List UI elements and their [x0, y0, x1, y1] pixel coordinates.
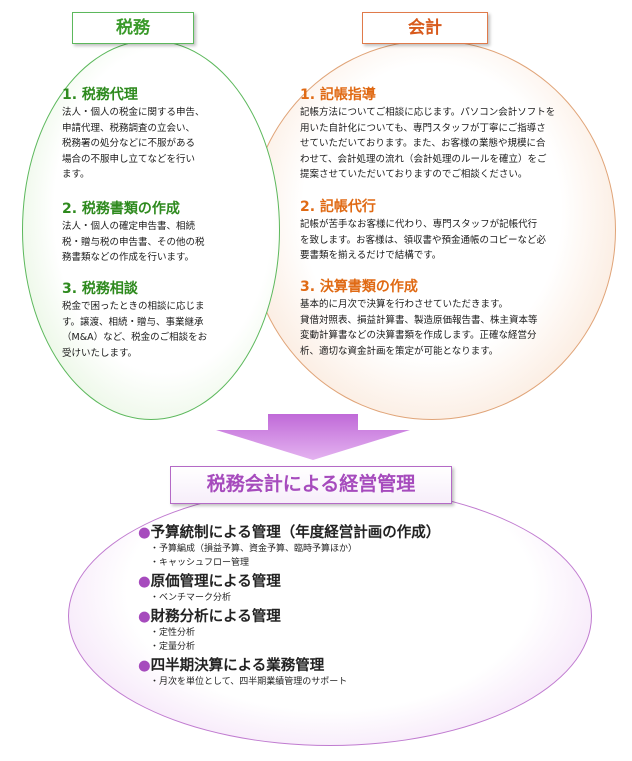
text-line: 申請代理、税務調査の立会い、	[62, 122, 196, 134]
text-line: 変動計算書などの決算書類を作成します。正確な経営分	[300, 330, 537, 341]
text-line: 法人・個人の確定申告書、相続	[62, 221, 196, 232]
bullet-icon: ●	[138, 574, 151, 590]
text-line: 析、適切な資金計画を策定が可能となります。	[300, 345, 499, 357]
text-line: 税金で困ったときの相談に応じま	[62, 301, 205, 312]
management-title: 税務会計による経営管理	[170, 466, 452, 504]
accounting-section-body: 記帳が苦手なお客様に代わり、専門スタッフが記帳代行 を致します。お客様は、領収書…	[300, 217, 590, 264]
tax-section-body: 法人・個人の税金に関する申告、 申請代理、税務調査の立会い、 税務署の処分などに…	[62, 105, 252, 183]
text-line: （M&A）など、税金のご相談をお	[62, 332, 208, 343]
management-item: ●四半期決算による業務管理 ・月次を単位として、四半期業績管理のサポート	[138, 654, 558, 689]
management-item: ●財務分析による管理 ・定性分析 ・定量分析	[138, 605, 558, 654]
tax-section-heading: 2. 税務書類の作成	[62, 201, 180, 217]
text-line: 記帳方法についてご相談に応じます。パソコン会計ソフトを	[300, 107, 556, 118]
text-line: 法人・個人の税金に関する申告、	[62, 107, 205, 118]
accounting-title: 会計	[362, 12, 488, 44]
management-item: ●原価管理による管理 ・ベンチマーク分析	[138, 570, 558, 605]
management-sub: ・定量分析	[150, 642, 196, 652]
tax-section-2: 2. 税務書類の作成 法人・個人の確定申告書、相続 税・贈与税の申告書、その他の…	[62, 198, 252, 266]
management-item: ●予算統制による管理（年度経営計画の作成） ・予算編成（損益予算、資金予算、臨時…	[138, 521, 558, 570]
text-line: 税務署の処分などに不服がある	[62, 138, 196, 149]
text-line: 場合の不服申し立てなどを行い	[62, 153, 196, 165]
accounting-section-2: 2. 記帳代行 記帳が苦手なお客様に代わり、専門スタッフが記帳代行 を致します。…	[300, 196, 590, 264]
bullet-icon: ●	[138, 658, 151, 674]
tax-section-body: 税金で困ったときの相談に応じま す。譲渡、相続・贈与、事業継承 （M&A）など、…	[62, 299, 252, 361]
management-item-heading: ●四半期決算による業務管理	[138, 654, 558, 675]
text-line: わせて、会計処理の流れ（会計処理のルールを確立）をご	[300, 153, 547, 165]
text-line: 基本的に月次で決算を行わさせていただきます。	[300, 299, 509, 310]
management-sub: ・月次を単位として、四半期業績管理のサポート	[150, 677, 348, 687]
management-item-label: 予算統制による管理（年度経営計画の作成）	[150, 525, 441, 541]
tax-section-body: 法人・個人の確定申告書、相続 税・贈与税の申告書、その他の税 務書類などの作成を…	[62, 219, 252, 266]
management-sub: ・定性分析	[150, 628, 196, 638]
tax-title: 税務	[72, 12, 194, 44]
tax-section-heading: 3. 税務相談	[62, 281, 138, 297]
bullet-icon: ●	[138, 609, 151, 625]
text-line: を致します。お客様は、領収書や預金通帳のコピーなど必	[300, 234, 547, 246]
text-line: 受けいたします。	[62, 347, 138, 359]
management-sub: ・ベンチマーク分析	[150, 593, 232, 603]
tax-section-3: 3. 税務相談 税金で困ったときの相談に応じま す。譲渡、相続・贈与、事業継承 …	[62, 278, 252, 361]
management-item-heading: ●財務分析による管理	[138, 605, 558, 626]
down-arrow-icon	[216, 414, 410, 460]
management-item-label: 四半期決算による業務管理	[150, 658, 325, 674]
text-line: 貸借対照表、損益計算書、製造原価報告書、株主資本等	[300, 314, 538, 326]
tax-ellipse	[22, 40, 280, 420]
text-line: 記帳が苦手なお客様に代わり、専門スタッフが記帳代行	[300, 219, 538, 230]
management-sub: ・キャッシュフロー管理	[150, 558, 250, 568]
accounting-section-body: 記帳方法についてご相談に応じます。パソコン会計ソフトを 用いた自計化についても、…	[300, 105, 590, 183]
accounting-section-3: 3. 決算書類の作成 基本的に月次で決算を行わさせていただきます。 貸借対照表、…	[300, 276, 590, 359]
management-item-heading: ●予算統制による管理（年度経営計画の作成）	[138, 521, 558, 542]
management-ellipse	[68, 486, 592, 746]
accounting-section-body: 基本的に月次で決算を行わさせていただきます。 貸借対照表、損益計算書、製造原価報…	[300, 297, 590, 359]
text-line: 用いた自計化についても、専門スタッフが丁寧にご指導さ	[300, 122, 546, 134]
text-line: す。譲渡、相続・贈与、事業継承	[62, 316, 204, 328]
text-line: せていただいております。また、お客様の業態や規模に合	[300, 138, 546, 149]
accounting-section-heading: 3. 決算書類の作成	[300, 279, 418, 295]
management-item-label: 財務分析による管理	[150, 609, 281, 625]
tax-section-heading: 1. 税務代理	[62, 87, 138, 103]
accounting-section-heading: 1. 記帳指導	[300, 87, 376, 103]
accounting-section-1: 1. 記帳指導 記帳方法についてご相談に応じます。パソコン会計ソフトを 用いた自…	[300, 84, 590, 183]
management-sub: ・予算編成（損益予算、資金予算、臨時予算ほか）	[150, 544, 358, 554]
bullet-icon: ●	[138, 525, 151, 541]
text-line: 要書類を揃えるだけで結構です。	[300, 250, 442, 261]
management-list: ●予算統制による管理（年度経営計画の作成） ・予算編成（損益予算、資金予算、臨時…	[138, 521, 558, 689]
accounting-section-heading: 2. 記帳代行	[300, 199, 376, 215]
accounting-ellipse	[248, 40, 616, 420]
tax-section-1: 1. 税務代理 法人・個人の税金に関する申告、 申請代理、税務調査の立会い、 税…	[62, 84, 252, 183]
management-item-label: 原価管理による管理	[150, 574, 281, 590]
management-item-heading: ●原価管理による管理	[138, 570, 558, 591]
text-line: 提案させていただいておりますのでご相談ください。	[300, 169, 528, 180]
text-line: 務書類などの作成を行います。	[62, 252, 195, 263]
text-line: ます。	[62, 169, 90, 180]
text-line: 税・贈与税の申告書、その他の税	[62, 236, 205, 248]
